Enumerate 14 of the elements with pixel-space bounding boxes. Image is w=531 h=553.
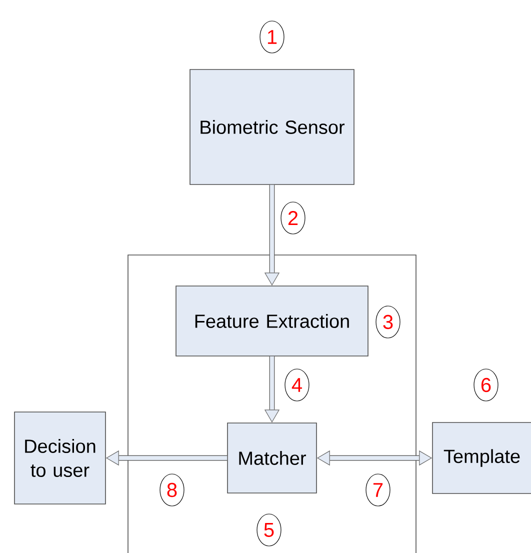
callout-number: 2 (280, 202, 306, 234)
system-frame (128, 254, 416, 553)
callout-number: 6 (474, 368, 498, 402)
process-box: Decision to user (14, 412, 106, 504)
callout-number: 5 (256, 514, 282, 546)
callout-number: 1 (260, 20, 284, 54)
callout-number: 8 (160, 474, 184, 506)
callout-number: 4 (284, 368, 310, 402)
process-box: Biometric Sensor (190, 69, 354, 185)
callout-number: 7 (366, 474, 390, 506)
process-box: Matcher (227, 422, 317, 494)
callout-number: 3 (376, 306, 400, 338)
process-box: Template (432, 422, 531, 494)
process-box: Feature Extraction (176, 286, 368, 356)
